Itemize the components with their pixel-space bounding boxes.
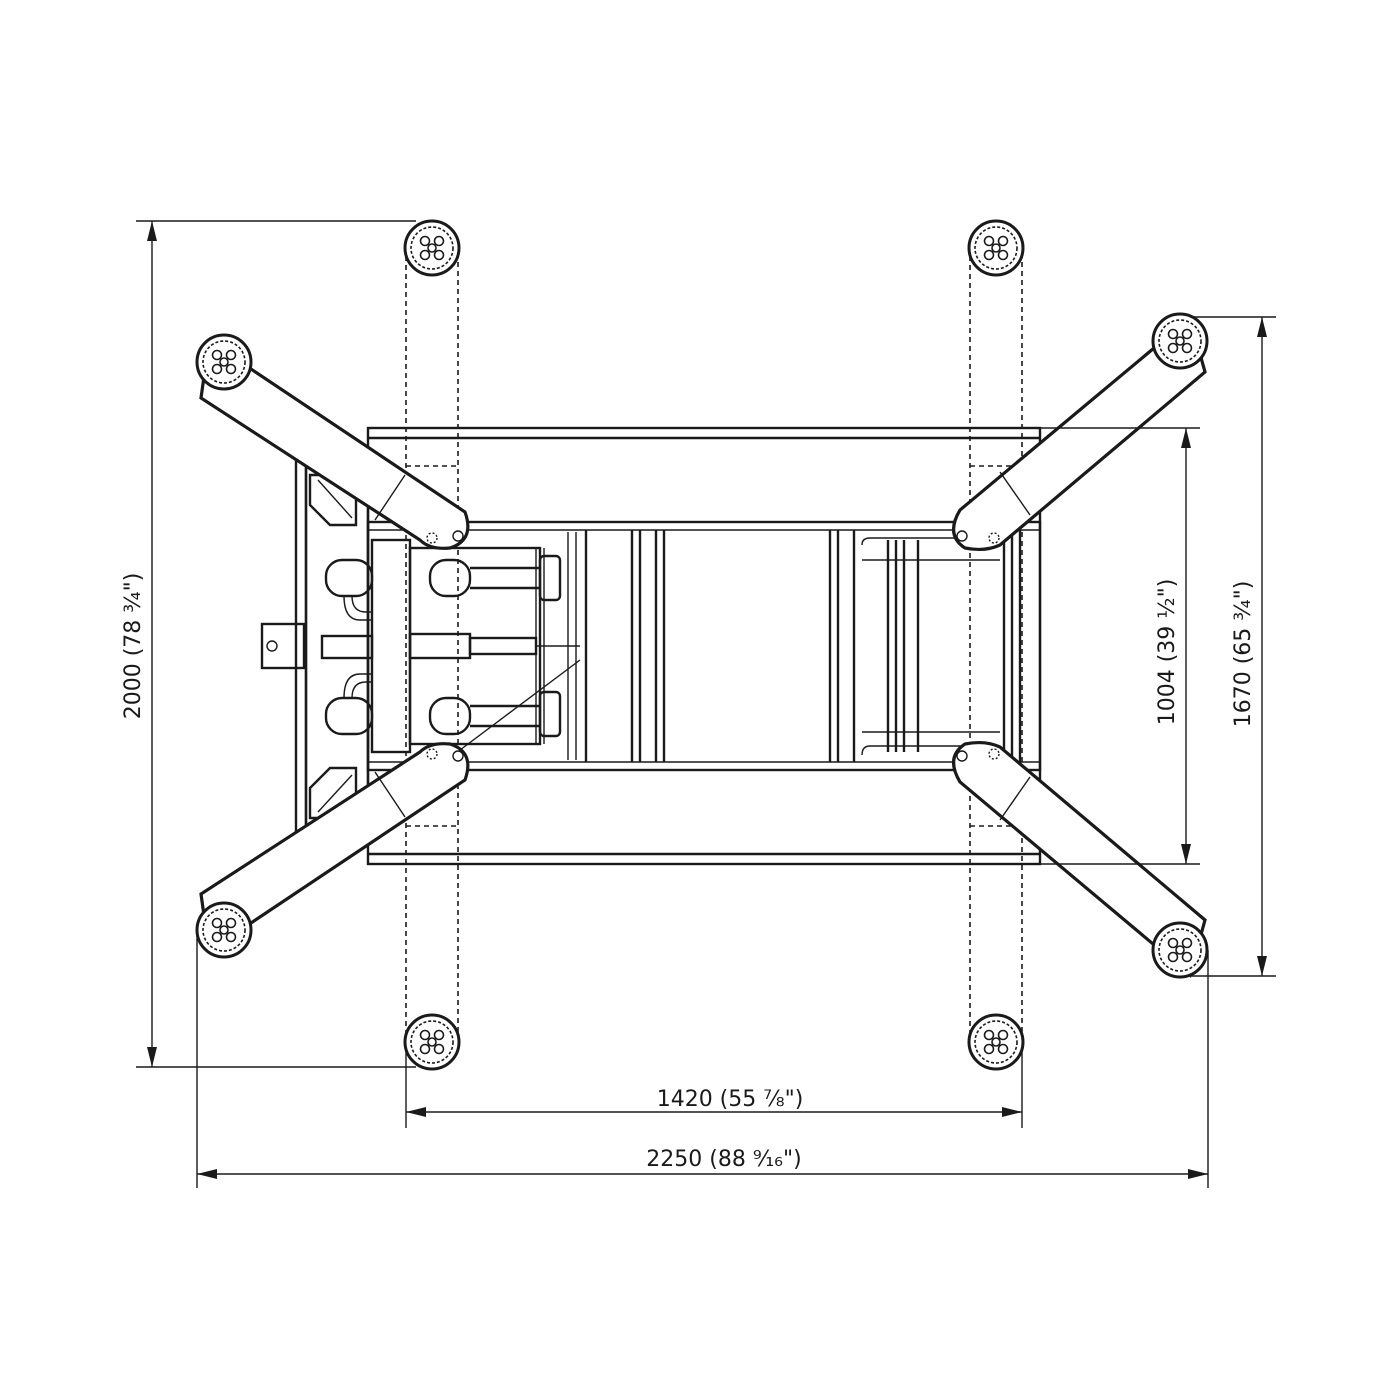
swing-arm-bottom-right xyxy=(952,740,1209,979)
dimension-overall-length: 2000 (78 ¾") xyxy=(121,220,416,1068)
dimension-frame-length: 1004 (39 ½") xyxy=(1040,427,1200,865)
width-between-pads-label: 1420 (55 ⅞") xyxy=(657,1087,804,1112)
swing-arm-bottom-left xyxy=(195,742,470,959)
pad-travel-outlines xyxy=(405,241,1023,1051)
overall-width-label: 2250 (88 ⁹⁄₁₆") xyxy=(646,1147,801,1172)
arm-span-length-label: 1670 (65 ¾") xyxy=(1231,581,1256,728)
dimension-width-between-pads: 1420 (55 ⅞") xyxy=(405,1050,1023,1128)
platform-frame xyxy=(366,426,1042,866)
lift-pads xyxy=(403,219,1025,1071)
overall-length-label: 2000 (78 ¾") xyxy=(121,573,146,720)
swing-arm-top-right xyxy=(952,312,1209,552)
swing-arm-top-left xyxy=(195,333,470,550)
dimension-overall-width: 2250 (88 ⁹⁄₁₆") xyxy=(196,930,1209,1188)
frame-length-label: 1004 (39 ½") xyxy=(1155,579,1180,726)
cross-members xyxy=(584,530,1022,762)
dimension-arm-span-length: 1670 (65 ¾") xyxy=(1190,316,1276,977)
